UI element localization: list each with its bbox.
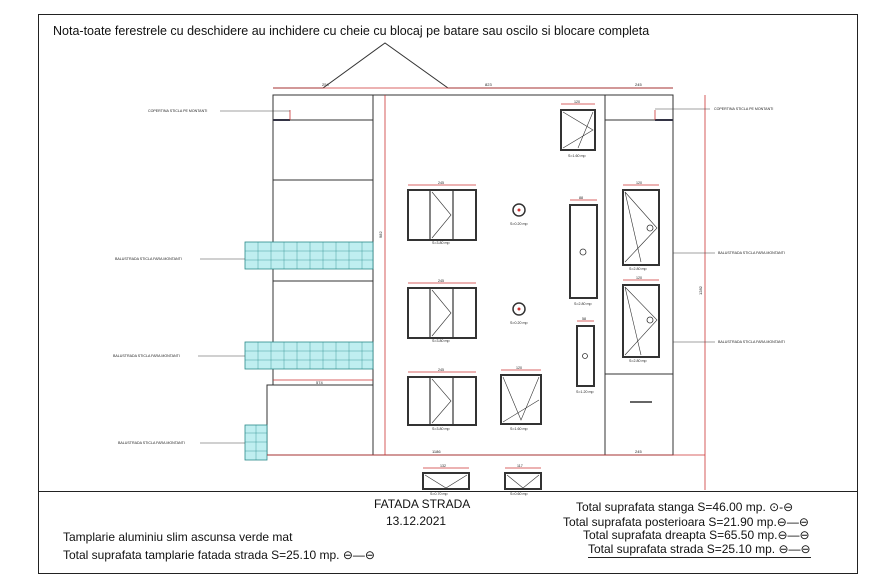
roof-outline <box>273 42 673 89</box>
svg-text:S=3.80 mp: S=3.80 mp <box>432 427 449 431</box>
svg-text:S=0.20 mp: S=0.20 mp <box>510 222 527 226</box>
right-wing-wall <box>604 94 674 456</box>
svg-text:S=1.60 mp: S=1.60 mp <box>568 154 585 158</box>
title-block-divider <box>38 491 858 492</box>
callout-balustrada-right-2: BALUSTRADA STICLA FARA MONTANTI <box>718 340 785 344</box>
svg-text:S=0.60 mp: S=0.60 mp <box>510 492 527 496</box>
dim-top-right: 245 <box>635 82 642 87</box>
callout-copertina-left: COPERTINA STICLA PE MONTANTI <box>148 109 207 113</box>
svg-text:S=2.80 mp: S=2.80 mp <box>629 359 646 363</box>
round-window-2: S=0.20 mp <box>510 302 527 325</box>
window-l1: 245 S=3.80 mp <box>407 181 477 245</box>
door-2: 58 S=1.20 mp <box>576 317 595 394</box>
total-street: Total suprafata strada S=25.10 mp. ⊖—⊖ <box>588 542 811 558</box>
callout-copertina-right: COPERTINA STICLA PE MONTANTI <box>714 107 773 111</box>
svg-text:S=2.80 mp: S=2.80 mp <box>574 302 591 306</box>
window-b1: 132 S=0.70 mp <box>422 464 470 496</box>
dim-height-left: 982 <box>378 231 383 238</box>
material-note: Tamplarie aluminiu slim ascunsa verde ma… <box>63 530 293 544</box>
window-small3: 120 S=1.60 mp <box>500 366 542 431</box>
window-l2: 245 S=3.80 mp <box>407 279 477 343</box>
dim-bottom-right: 245 <box>635 449 642 454</box>
drawing-date: 13.12.2021 <box>386 514 447 528</box>
svg-text:S=0.70 mp: S=0.70 mp <box>430 492 447 496</box>
callout-balustrada-2: BALUSTRADA STICLA FARA MONTANTI <box>113 354 180 358</box>
svg-text:S=1.20 mp: S=1.20 mp <box>576 390 593 394</box>
window-l3: 245 S=3.80 mp <box>407 368 477 431</box>
lower-left-wall <box>266 384 374 456</box>
callout-balustrada-1: BALUSTRADA STICLA FARA MONTANTI <box>115 257 182 261</box>
svg-text:132: 132 <box>440 464 446 468</box>
svg-text:88: 88 <box>579 196 583 200</box>
window-r2: 120 S=2.80 mp <box>622 276 660 363</box>
total-rear: Total suprafata posterioara S=21.90 mp.⊖… <box>563 515 809 529</box>
window-r1: 120 S=2.80 mp <box>622 181 660 271</box>
dim-height-right: 1282 <box>698 285 703 295</box>
window-b2: 117 S=0.60 mp <box>504 464 542 496</box>
left-wing-wall <box>272 94 374 386</box>
svg-text:117: 117 <box>517 464 523 468</box>
callout-balustrada-right-1: BALUSTRADA STICLA FARA MONTANTI <box>718 251 785 255</box>
total-left: Total suprafata stanga S=46.00 mp. ⊙-⊖ <box>576 500 794 514</box>
svg-text:58: 58 <box>582 317 586 321</box>
svg-text:245: 245 <box>438 279 444 283</box>
dim-top-mid: 823 <box>485 82 492 87</box>
balustrade-2 <box>244 341 374 370</box>
window-top-small: 120 S=1.60 mp <box>560 100 596 158</box>
svg-text:245: 245 <box>438 181 444 185</box>
svg-text:120: 120 <box>636 181 642 185</box>
svg-text:120: 120 <box>574 100 580 104</box>
drawing-title: FATADA STRADA <box>374 497 471 511</box>
svg-text:120: 120 <box>516 366 522 370</box>
svg-text:S=2.80 mp: S=2.80 mp <box>629 267 646 271</box>
balustrade-3 <box>244 424 268 461</box>
svg-text:120: 120 <box>636 276 642 280</box>
svg-text:S=0.20 mp: S=0.20 mp <box>510 321 527 325</box>
total-right: Total suprafata dreapta S=65.50 mp.⊖—⊖ <box>583 528 810 542</box>
round-window-1: S=0.20 mp <box>510 203 527 226</box>
balustrade-1 <box>244 241 374 270</box>
dim-top-left: 254 <box>322 82 329 87</box>
svg-text:245: 245 <box>438 368 444 372</box>
door-1: 88 S=2.80 mp <box>569 196 598 306</box>
svg-text:S=3.80 mp: S=3.80 mp <box>432 339 449 343</box>
callout-balustrada-3: BALUSTRADA STICLA FARA MONTANTI <box>118 441 185 445</box>
svg-text:S=3.80 mp: S=3.80 mp <box>432 241 449 245</box>
general-note: Nota-toate ferestrele cu deschidere au i… <box>53 24 650 38</box>
total-joinery-note: Total suprafata tamplarie fatada strada … <box>63 548 375 562</box>
dim-mid-left: 574 <box>316 380 323 385</box>
dim-bottom-mid: 1186 <box>432 449 441 454</box>
svg-text:S=1.60 mp: S=1.60 mp <box>510 427 527 431</box>
